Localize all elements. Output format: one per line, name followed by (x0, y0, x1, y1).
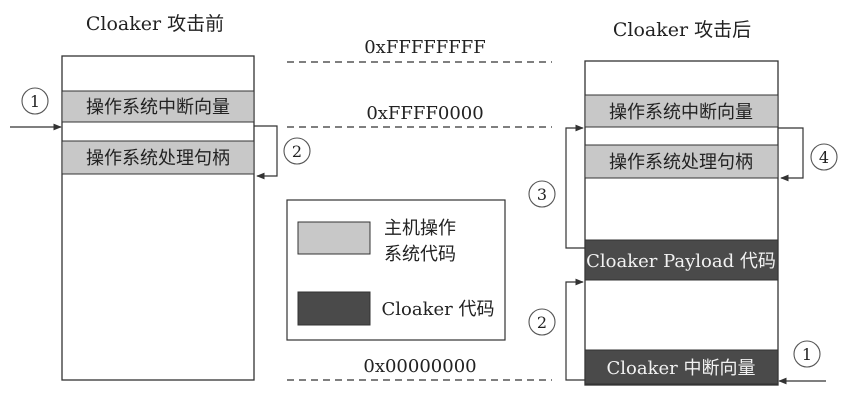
left-interrupt-vector-label: 操作系统中断向量 (86, 97, 230, 118)
legend-cloaker-swatch (297, 291, 371, 326)
right-step-4-circle (810, 143, 838, 171)
right-step-2-circle (528, 308, 556, 336)
left-step-1-label: 1 (30, 92, 40, 111)
legend-cloaker-label: Cloaker 代码 (382, 299, 495, 320)
left-step-2-label: 2 (292, 142, 302, 161)
left-memory-column (61, 55, 255, 381)
right-payload-label: Cloaker Payload 代码 (586, 251, 776, 272)
address-bottom: 0x00000000 (363, 356, 476, 377)
right-step-3-label: 3 (537, 185, 547, 204)
left-interrupt-vector-block (61, 90, 255, 123)
right-step-4-label: 4 (819, 148, 829, 167)
right-step-2-label: 2 (537, 313, 547, 332)
right-step-3-circle (528, 180, 556, 208)
title-after: Cloaker 攻击后 (613, 19, 751, 41)
legend-host-os-swatch (297, 221, 371, 255)
left-handler-block (61, 140, 255, 175)
left-step-1-circle (21, 87, 49, 115)
left-step-2-circle (283, 137, 311, 165)
legend-host-os-label-line2: 系统代码 (384, 244, 456, 265)
right-payload-block (584, 239, 779, 281)
legend-host-os-label-line1: 主机操作 (384, 218, 456, 239)
right-handler-label: 操作系统处理句柄 (609, 152, 753, 173)
right-cloaker-vector-block (584, 349, 779, 385)
title-before: Cloaker 攻击前 (86, 13, 224, 35)
right-step-1-label: 1 (802, 345, 812, 364)
right-step-2-arrow (565, 278, 585, 381)
left-handler-label: 操作系统处理句柄 (86, 148, 230, 169)
address-top: 0xFFFFFFFF (364, 37, 486, 58)
right-cloaker-vector-label: Cloaker 中断向量 (607, 358, 756, 379)
right-memory-column (584, 60, 779, 386)
left-step-2-arrow (254, 125, 278, 180)
right-step-4-arrow (778, 127, 804, 182)
right-step-1-circle (793, 340, 821, 368)
right-handler-block (584, 144, 779, 179)
right-interrupt-vector-label: 操作系统中断向量 (609, 102, 753, 123)
right-step-3-arrow (565, 124, 585, 249)
address-mid: 0xFFFF0000 (366, 103, 483, 124)
right-interrupt-vector-block (584, 94, 779, 128)
